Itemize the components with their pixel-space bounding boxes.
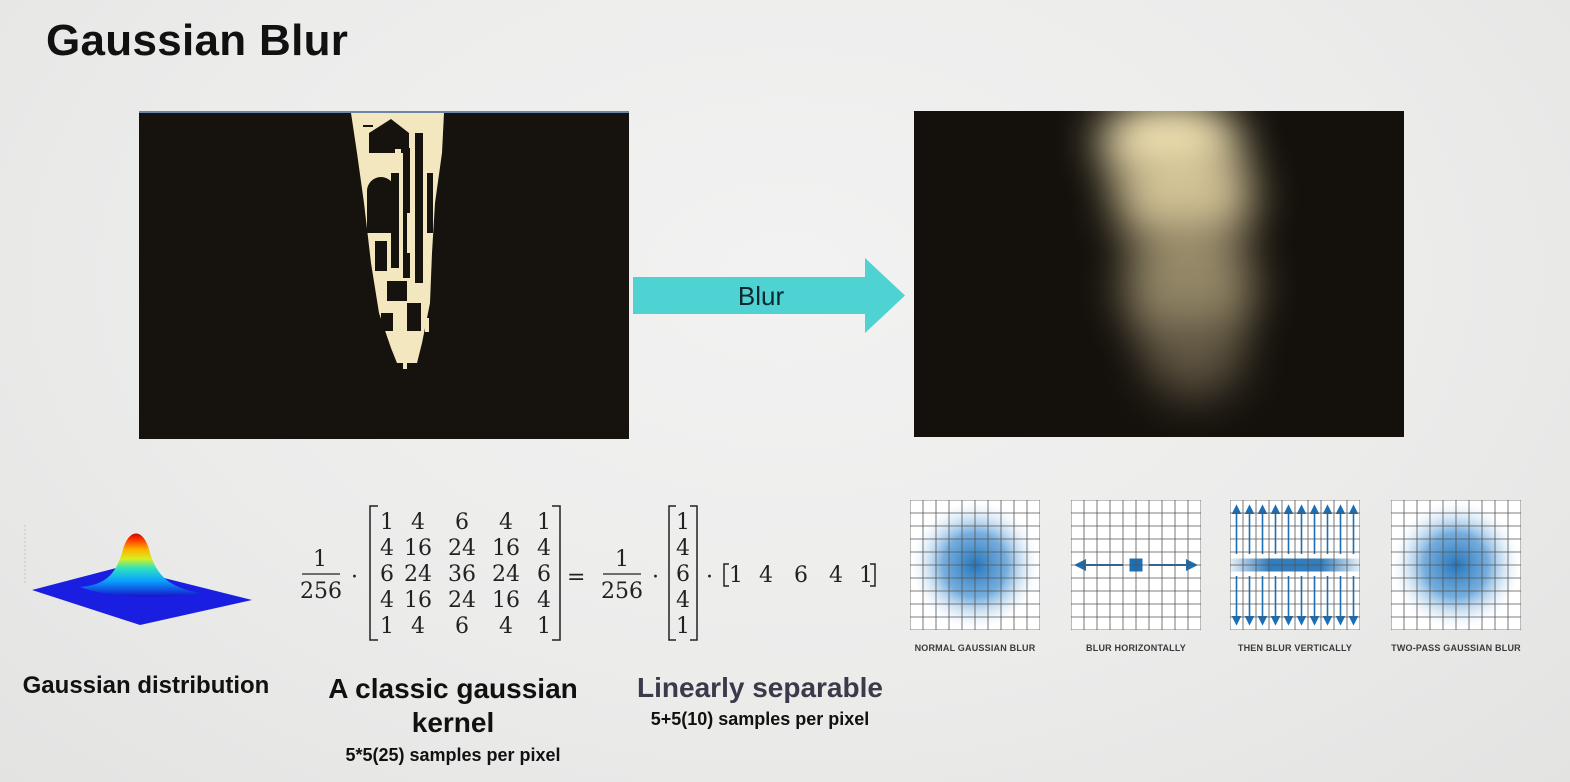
kernel-cell: 4	[499, 510, 513, 535]
blurred-image	[914, 111, 1404, 437]
blur-step-grid	[1390, 499, 1522, 631]
classic-kernel-samples: 5*5(25) samples per pixel	[345, 745, 561, 765]
kernel-cell: 24	[448, 536, 476, 561]
multiply-dot: ·	[351, 565, 358, 590]
multiply-dot: ·	[706, 565, 713, 590]
multiply-dot: ·	[652, 565, 659, 590]
kernel-cell: 4	[537, 536, 551, 561]
blur-step-4: TWO-PASS GAUSSIAN BLUR	[1390, 499, 1522, 653]
kernel-cell: 1	[537, 510, 551, 535]
blur-step-1: NORMAL GAUSSIAN BLUR	[909, 499, 1041, 653]
kernel-cell: 16	[492, 588, 520, 613]
row-vector-cell: 6	[794, 563, 808, 588]
column-vector-cell: 6	[676, 562, 690, 587]
equals-sign: =	[567, 565, 585, 590]
kernel-cell: 6	[455, 510, 469, 535]
kernel-cell: 24	[492, 562, 520, 587]
kernel-cell: 4	[380, 536, 394, 561]
blur-step-3: THEN BLUR VERTICALLY	[1229, 499, 1361, 653]
blur-step-label: TWO-PASS GAUSSIAN BLUR	[1391, 643, 1521, 653]
classic-kernel-caption-line1: A classic gaussian	[328, 673, 578, 704]
kernel-cell: 4	[411, 510, 425, 535]
gaussian-distribution-caption: Gaussian distribution	[22, 672, 270, 699]
classic-kernel-caption: A classic gaussian kernel	[300, 672, 606, 740]
kernel-cell: 36	[448, 562, 476, 587]
blur-arrow-label: Blur	[737, 281, 785, 311]
kernel-cell: 24	[448, 588, 476, 613]
kernel-cell: 16	[404, 536, 432, 561]
row-vector-cell: 1	[729, 563, 743, 588]
column-vector-cell: 4	[676, 588, 690, 613]
blur-arrow	[633, 258, 905, 333]
kernel-cell: 24	[404, 562, 432, 587]
kernel-cell: 4	[537, 588, 551, 613]
slide-title: Gaussian Blur	[46, 16, 349, 65]
blur-step-grid	[1229, 499, 1361, 631]
column-vector-cell: 1	[676, 510, 690, 535]
kernel-cell: 4	[411, 614, 425, 639]
kernel-cell: 6	[455, 614, 469, 639]
kernel-cell: 6	[537, 562, 551, 587]
original-image	[139, 111, 629, 439]
column-vector-cell: 4	[676, 536, 690, 561]
kernel-cell: 6	[380, 562, 394, 587]
kernel-cell: 4	[499, 614, 513, 639]
kernel-cell: 4	[380, 588, 394, 613]
kernel-cell: 1	[537, 614, 551, 639]
sharp-building-silhouette	[351, 113, 444, 369]
row-vector-cell: 1	[859, 563, 873, 588]
kernel-cell: 1	[380, 510, 394, 535]
separable-fraction-numerator: 1	[615, 547, 629, 572]
kernel-fraction-denominator: 256	[300, 579, 342, 604]
blur-step-label: THEN BLUR VERTICALLY	[1237, 643, 1353, 653]
column-vector-cell: 1	[676, 614, 690, 639]
blur-step-label: BLUR HORIZONTALLY	[1086, 643, 1186, 653]
row-vector-cell: 4	[829, 563, 843, 588]
blur-step-label: NORMAL GAUSSIAN BLUR	[914, 643, 1036, 653]
gaussian-distribution-plot	[24, 525, 252, 625]
kernel-cell: 1	[380, 614, 394, 639]
blur-step-2: BLUR HORIZONTALLY	[1070, 499, 1202, 653]
blur-step-grid	[909, 499, 1041, 631]
separable-caption: Linearly separable	[637, 672, 883, 703]
blur-glow-lower	[1144, 311, 1244, 401]
row-vector-cell: 4	[759, 563, 773, 588]
kernel-cell: 16	[492, 536, 520, 561]
separable-fraction-denominator: 256	[601, 579, 643, 604]
kernel-fraction-numerator: 1	[313, 547, 327, 572]
blur-step-grid	[1070, 499, 1202, 631]
separable-samples: 5+5(10) samples per pixel	[650, 709, 870, 729]
classic-kernel-caption-line2: kernel	[411, 707, 495, 738]
kernel-cell: 16	[404, 588, 432, 613]
